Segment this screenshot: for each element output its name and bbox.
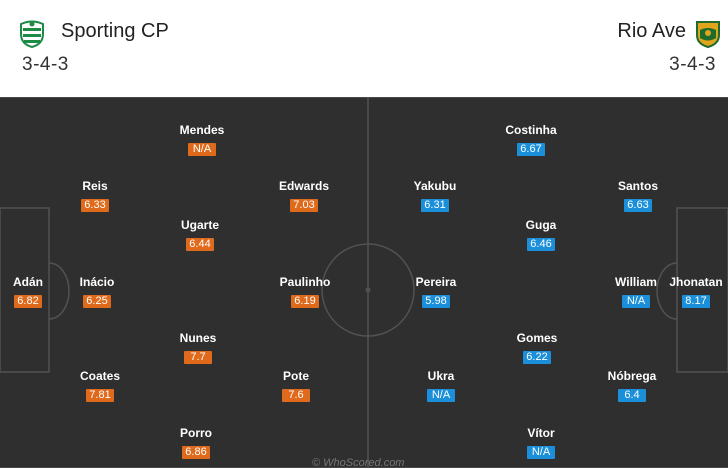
home-player-paulinho[interactable]: Paulinho 6.19 (260, 275, 350, 309)
home-player-nunes[interactable]: Nunes 7.7 (153, 331, 243, 365)
player-name: Costinha (505, 123, 557, 137)
home-formation: 3-4-3 (22, 54, 69, 75)
player-rating: 6.86 (182, 446, 210, 459)
player-rating: 6.63 (624, 199, 652, 212)
away-team-name[interactable]: Rio Ave (617, 20, 686, 42)
player-rating: 6.44 (186, 238, 214, 251)
player-name: Ugarte (180, 218, 219, 232)
player-name: Pereira (415, 275, 457, 289)
player-name: Jhonatan (669, 275, 723, 289)
player-rating: 7.81 (86, 389, 114, 402)
player-rating: 6.22 (523, 351, 551, 364)
pitch: Adán 6.82 Reis 6.33 Inácio 6.25 Coates 7… (0, 97, 728, 468)
player-rating: 6.31 (421, 199, 449, 212)
player-rating: 8.17 (682, 295, 710, 308)
player-rating: 7.6 (282, 389, 310, 402)
away-player-jhonatan[interactable]: Jhonatan 8.17 (651, 275, 728, 309)
player-rating: 5.98 (422, 295, 450, 308)
player-name: Gomes (516, 331, 558, 345)
player-rating: 6.67 (517, 143, 545, 156)
player-name: Guga (525, 218, 557, 232)
home-player-reis[interactable]: Reis 6.33 (50, 179, 140, 213)
player-name: Pote (282, 369, 309, 383)
watermark: © WhoScored.com (312, 457, 405, 469)
home-player-adan[interactable]: Adán 6.82 (0, 275, 73, 309)
rio-ave-badge-icon[interactable] (694, 18, 722, 48)
player-rating: N/A (188, 143, 216, 156)
player-name: Nóbrega (607, 369, 657, 383)
away-player-william[interactable]: William N/A (591, 275, 681, 309)
player-rating: 6.82 (14, 295, 42, 308)
match-header: Sporting CP 3-4-3 Rio Ave 3-4-3 (0, 0, 728, 96)
player-rating: 6.19 (291, 295, 319, 308)
player-name: Coates (79, 369, 120, 383)
player-rating: N/A (622, 295, 650, 308)
player-name: William (615, 275, 657, 289)
away-player-ukra[interactable]: Ukra N/A (396, 369, 486, 403)
player-rating: 6.4 (618, 389, 646, 402)
home-player-edwards[interactable]: Edwards 7.03 (259, 179, 349, 213)
player-rating: 6.46 (527, 238, 555, 251)
away-player-santos[interactable]: Santos 6.63 (593, 179, 683, 213)
pitch-markings (0, 97, 728, 468)
away-player-guga[interactable]: Guga 6.46 (496, 218, 586, 252)
player-name: Reis (82, 179, 108, 193)
player-name: Edwards (278, 179, 329, 193)
home-player-ugarte[interactable]: Ugarte 6.44 (155, 218, 245, 252)
player-name: Mendes (179, 123, 225, 137)
player-name: Nunes (179, 331, 217, 345)
away-player-gomes[interactable]: Gomes 6.22 (492, 331, 582, 365)
player-name: Paulinho (279, 275, 331, 289)
away-player-yakubu[interactable]: Yakubu 6.31 (390, 179, 480, 213)
player-name: Adán (13, 275, 43, 289)
player-name: Porro (179, 426, 212, 440)
away-player-vitor[interactable]: Vítor N/A (496, 426, 586, 460)
player-name: Vítor (527, 426, 555, 440)
player-rating: 7.03 (290, 199, 318, 212)
away-formation: 3-4-3 (669, 54, 716, 75)
player-rating: 6.25 (83, 295, 111, 308)
player-name: Ukra (427, 369, 455, 383)
player-rating: N/A (527, 446, 555, 459)
home-player-coates[interactable]: Coates 7.81 (55, 369, 145, 403)
player-rating: 6.33 (81, 199, 109, 212)
player-name: Santos (617, 179, 658, 193)
away-player-costinha[interactable]: Costinha 6.67 (486, 123, 576, 157)
home-player-porro[interactable]: Porro 6.86 (151, 426, 241, 460)
away-player-nobrega[interactable]: Nóbrega 6.4 (587, 369, 677, 403)
away-player-pereira[interactable]: Pereira 5.98 (391, 275, 481, 309)
home-player-mendes[interactable]: Mendes N/A (157, 123, 247, 157)
home-player-pote[interactable]: Pote 7.6 (251, 369, 341, 403)
home-player-inacio[interactable]: Inácio 6.25 (52, 275, 142, 309)
player-name: Yakubu (413, 179, 457, 193)
player-rating: N/A (427, 389, 455, 402)
player-rating: 7.7 (184, 351, 212, 364)
player-name: Inácio (79, 275, 115, 289)
sporting-cp-badge-icon[interactable] (18, 18, 46, 48)
home-team-name[interactable]: Sporting CP (61, 20, 169, 42)
